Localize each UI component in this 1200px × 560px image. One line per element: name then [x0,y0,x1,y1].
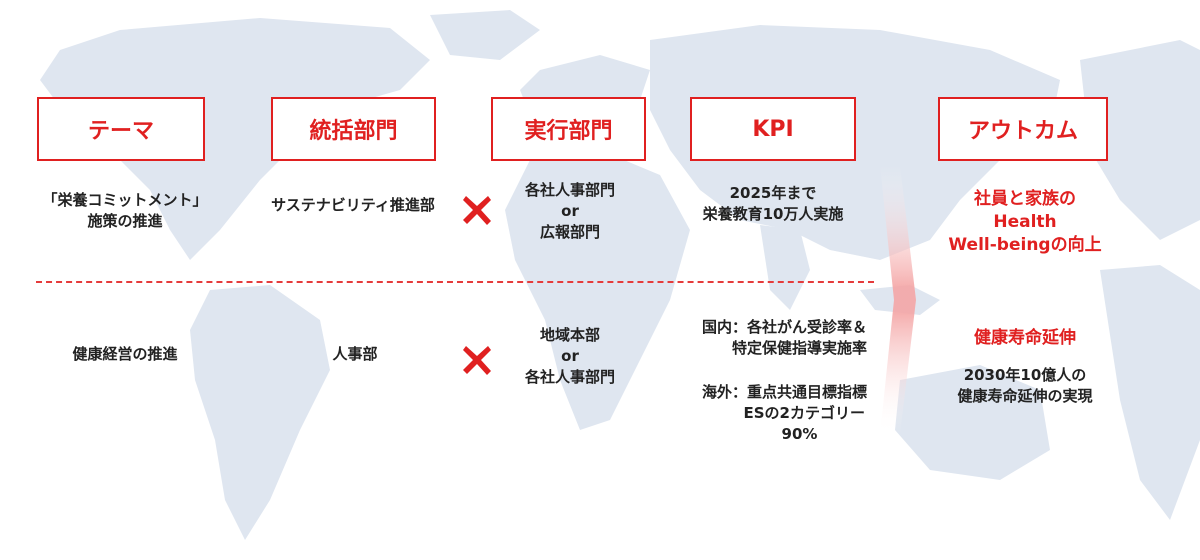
row2-kpi-domestic-line1: 国内：各社がん受診率＆ [701,318,867,336]
row-divider [36,281,874,283]
row2-kpi-overseas-line1: 海外：重点共通目標指標 [701,383,867,401]
row1-oversight-label: サステナビリティ推進部 [271,196,435,214]
row1-execution-line1: 各社人事部門 [524,181,615,199]
cross-icon [463,346,491,375]
row2-execution-line1: 地域本部 [539,326,600,344]
header-execution: 実行部門 [491,97,646,161]
header-oversight-label: 統括部門 [309,119,398,144]
header-kpi-label: KPI [752,116,794,142]
row1-theme-line2: 施策の推進 [87,212,163,230]
row1-execution-line3: 広報部門 [539,223,600,241]
row2-kpi-domestic: 国内：各社がん受診率＆ 特定保健指導実施率 [672,317,867,359]
right-arrow-icon [880,165,916,435]
header-outcome-label: アウトカム [967,119,1078,144]
row1-execution: 各社人事部門 or 広報部門 [500,180,640,243]
row2-outcome-desc-line1: 2030年10億人の [963,366,1087,384]
row1-outcome: 社員と家族の Health Well-beingの向上 [920,188,1130,257]
row2-outcome-title: 健康寿命延伸 [920,327,1130,350]
row2-execution: 地域本部 or 各社人事部門 [500,325,640,388]
row2-execution-line3: 各社人事部門 [524,368,615,386]
row1-theme-line1: 「栄養コミットメント」 [42,191,208,209]
header-execution-label: 実行部門 [524,119,613,144]
row2-kpi-overseas-line2: ESの2カテゴリー [743,404,866,422]
row2-oversight: 人事部 [300,344,410,365]
row2-oversight-label: 人事部 [332,345,378,363]
row2-kpi-overseas-line3: 90% [781,425,818,443]
header-oversight: 統括部門 [271,97,436,161]
row1-oversight: サステナビリティ推進部 [248,195,458,216]
row2-execution-line2: or [561,347,579,365]
row2-kpi-domestic-line2: 特定保健指導実施率 [731,339,867,357]
header-outcome: アウトカム [938,97,1108,161]
row1-outcome-line2: Health [993,212,1057,232]
row2-kpi-overseas: 海外：重点共通目標指標 ESの2カテゴリー 90% [672,382,867,445]
row1-outcome-line1: 社員と家族の [974,189,1076,209]
header-theme-label: テーマ [87,119,154,144]
header-theme: テーマ [37,97,205,161]
row1-kpi-line2: 栄養教育10万人実施 [702,205,844,223]
row2-outcome-desc-line2: 健康寿命延伸の実現 [957,387,1093,405]
row2-outcome-title-label: 健康寿命延伸 [974,328,1076,348]
row1-kpi: 2025年まで 栄養教育10万人実施 [678,183,868,225]
row1-theme: 「栄養コミットメント」 施策の推進 [30,190,220,232]
row2-theme: 健康経営の推進 [30,344,220,365]
row1-outcome-line3: Well-beingの向上 [948,235,1102,255]
row1-execution-line2: or [561,202,579,220]
header-kpi: KPI [690,97,856,161]
cross-icon [463,196,491,225]
row2-theme-label: 健康経営の推進 [72,345,178,363]
row1-kpi-line1: 2025年まで [729,184,817,202]
row2-outcome-desc: 2030年10億人の 健康寿命延伸の実現 [920,365,1130,407]
